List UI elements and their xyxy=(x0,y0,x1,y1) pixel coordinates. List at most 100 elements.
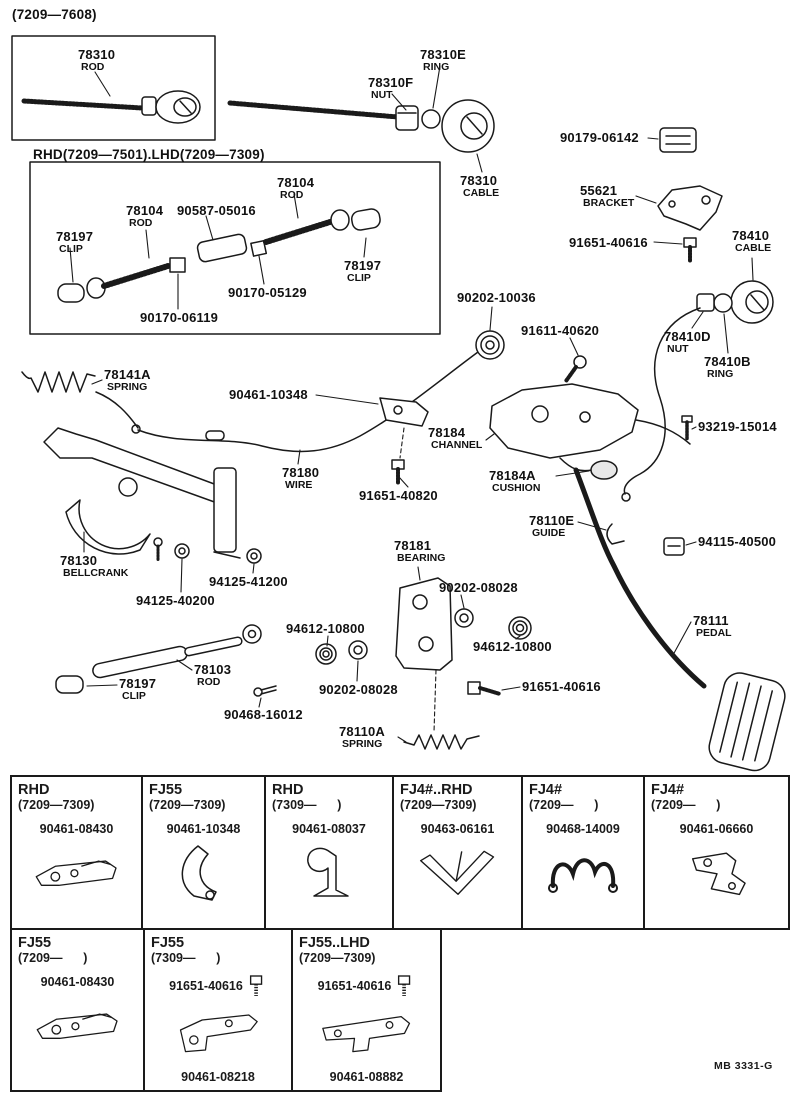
table-cell-fj55-1: FJ55 (7209—7309) 90461-10348 xyxy=(143,777,266,928)
pin-90468-16012-sketch xyxy=(253,685,277,697)
cell-range: (7309— ) xyxy=(272,798,342,812)
rod-78103-sketch xyxy=(55,624,262,694)
bolt-91611-40620-sketch xyxy=(564,355,587,383)
cell-range: (7209— ) xyxy=(18,951,88,965)
washer-90202-10036-sketch xyxy=(475,330,505,360)
rod-assembly-78104-sketch xyxy=(57,208,381,303)
bolt-91651-40820-sketch xyxy=(391,459,405,485)
label-94612-10800-left: 94612-10800 xyxy=(286,621,365,636)
bolt-callout: 91651-40616 xyxy=(151,973,285,999)
guide-78110e-sketch xyxy=(606,523,625,545)
table-cell-fj4-1: FJ4# (7209— ) 90468-14009 xyxy=(523,777,645,928)
variant-table-row-1: RHD (7209—7309) 90461-08430 FJ55 (7209—7… xyxy=(10,775,790,930)
u-clamp-sketch xyxy=(419,850,494,895)
table-cell-fj4-2: FJ4# (7209— ) 90461-06660 xyxy=(645,777,788,928)
label-90468-16012: 90468-16012 xyxy=(224,707,303,722)
label-94125-40200: 94125-40200 xyxy=(136,593,215,608)
cell-range: (7209—7309) xyxy=(400,798,477,812)
cell-part-number: 90461-08037 xyxy=(292,822,366,836)
label-90179-06142: 90179-06142 xyxy=(560,130,639,145)
nut-94125-41200-sketch xyxy=(246,548,262,564)
cell-model: FJ55 xyxy=(149,782,183,798)
wire-78180-sketch xyxy=(131,351,479,453)
bolt-icon xyxy=(398,975,411,996)
table-cell-fj4-rhd: FJ4#..RHD (7209—7309) 90463-06161 xyxy=(394,777,523,928)
pedal-78111-sketch xyxy=(573,467,786,772)
clip-94115-40500-sketch xyxy=(663,537,685,556)
cell-model: FJ4#..RHD xyxy=(400,782,473,798)
cell-range: (7209—7309) xyxy=(149,798,226,812)
bolt-part-number: 91651-40616 xyxy=(169,979,243,993)
label-90170-05129: 90170-05129 xyxy=(228,285,307,300)
cell-model: FJ55..LHD xyxy=(299,935,370,951)
bolt-icon xyxy=(249,975,263,996)
cell-model: RHD xyxy=(18,782,50,798)
washer-90202-08028-right-sketch xyxy=(454,608,474,628)
page-code: MB 3331-G xyxy=(714,1060,773,1072)
cell-part-number: 90463-06161 xyxy=(420,822,495,836)
label-90461-10348: 90461-10348 xyxy=(229,387,308,402)
table-cell-rhd-2: RHD (7309— ) 90461-08037 xyxy=(266,777,394,928)
cell-range: (7209— ) xyxy=(651,798,721,812)
rod-assembly-box xyxy=(29,161,441,335)
clamp-sketch xyxy=(35,860,117,886)
channel-78184-sketch xyxy=(489,383,639,472)
cell-part-number: 90461-08430 xyxy=(40,975,115,989)
variant-table-row-2: FJ55 (7209— ) 90461-08430 FJ55 (7309— ) … xyxy=(10,928,442,1092)
choke-cable-78310-sketch xyxy=(227,99,495,153)
bellcrank-78130-sketch xyxy=(43,427,241,562)
wire-clip-sketch xyxy=(548,858,618,893)
label-range-7209-7608: (7209—7608) xyxy=(12,7,97,22)
label-90170-06119: 90170-06119 xyxy=(140,310,219,325)
bracket-55621-sketch xyxy=(657,185,723,231)
label-91611-40620: 91611-40620 xyxy=(521,323,600,338)
label-94612-10800-right: 94612-10800 xyxy=(473,639,552,654)
cell-model: FJ4# xyxy=(651,782,685,798)
table-cell-fj55-3: FJ55 (7309— ) 91651-40616 90461-08218 xyxy=(145,930,293,1090)
label-91651-40616-top: 91651-40616 xyxy=(569,235,648,250)
clamp-sketch xyxy=(36,1013,118,1039)
label-94125-41200: 94125-41200 xyxy=(209,574,288,589)
diagram-artwork xyxy=(11,35,786,772)
cell-part-number: 90461-08430 xyxy=(39,822,114,836)
spring-78110a-sketch xyxy=(403,734,480,750)
cell-range: (7309— ) xyxy=(151,951,221,965)
flanged-bracket-sketch xyxy=(179,1014,258,1053)
inset-box xyxy=(11,35,216,141)
screw-93219-15014-sketch xyxy=(681,415,693,442)
bolt-91651-40616-bottom-sketch xyxy=(467,681,502,696)
bolt-91651-40616-top-sketch xyxy=(683,237,697,263)
hook-bracket-sketch xyxy=(307,847,349,897)
table-cell-rhd-1: RHD (7209—7309) 90461-08430 xyxy=(12,777,143,928)
label-90202-10036: 90202-10036 xyxy=(457,290,536,305)
cell-part-number: 90461-06660 xyxy=(679,822,754,836)
choke-rod-78310-sketch xyxy=(21,90,201,124)
washer-94612-10800-left-sketch xyxy=(315,643,337,665)
label-box-header-rhd-lhd: RHD(7209—7501).LHD(7209—7309) xyxy=(33,147,265,162)
table-cell-fj55-lhd: FJ55..LHD (7209—7309) 91651-40616 90461-… xyxy=(293,930,440,1090)
cell-range: (7209—7309) xyxy=(299,951,376,965)
bolt-callout: 91651-40616 xyxy=(299,973,434,999)
washer-90202-08028-left-sketch xyxy=(348,640,368,660)
long-bracket-sketch xyxy=(321,1016,410,1053)
cell-part-number: 90461-10348 xyxy=(166,822,241,836)
nut-94125-40200-sketch xyxy=(174,543,190,559)
cell-part-number: 90461-08218 xyxy=(181,1070,255,1084)
cell-part-number: 90461-08882 xyxy=(329,1070,404,1084)
